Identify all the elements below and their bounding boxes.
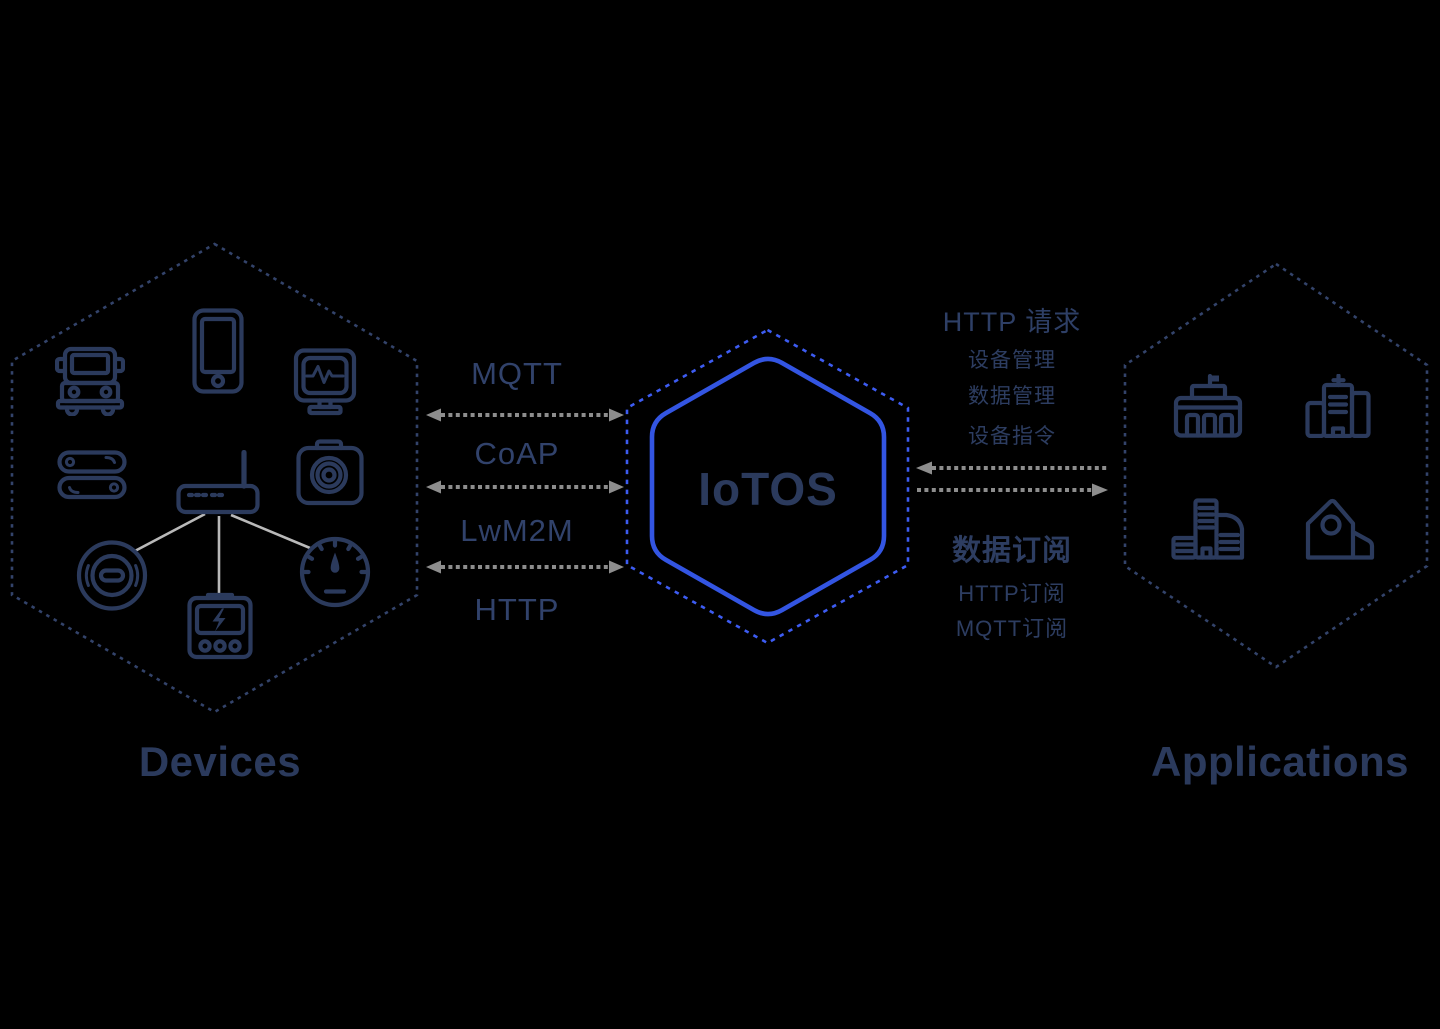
hospital-icon [1302, 373, 1374, 443]
mqtt-arrow [426, 408, 624, 422]
camera-icon [296, 438, 364, 511]
monitor-icon [290, 348, 360, 421]
sensor-icon [76, 539, 148, 617]
http-request-arrow [916, 461, 1108, 475]
government-building-icon [1172, 373, 1244, 443]
http-request-item-2: 数据管理 [968, 385, 1056, 408]
devices-group-label: Devices [138, 738, 302, 785]
office-building-icon [1171, 498, 1245, 565]
applications-hexagon-outline [1123, 262, 1429, 669]
http-request-item-1: 设备管理 [968, 349, 1056, 372]
data-subscribe-item-1: HTTP订阅 [958, 581, 1066, 606]
data-subscribe-arrow [917, 483, 1108, 497]
platform-name: IoTOS [698, 463, 838, 515]
warehouse-icon [1304, 498, 1376, 565]
platform-hexagon-solid-outline [649, 356, 887, 617]
protocol-arrows [426, 408, 624, 574]
router-connector-lines [132, 512, 311, 593]
lwm2m-arrow [426, 560, 624, 574]
app-flow-arrows [916, 461, 1108, 497]
data-subscribe-title: 数据订阅 [951, 535, 1072, 567]
protocol-label-mqtt: MQTT [471, 356, 563, 391]
server-icon [57, 450, 127, 505]
smartphone-icon [192, 308, 244, 399]
bus-icon [54, 346, 126, 421]
protocol-label-lwm2m: LwM2M [460, 513, 574, 548]
router-icon [176, 449, 260, 521]
applications-group-label: Applications [1150, 738, 1410, 785]
coap-arrow [426, 480, 624, 494]
data-subscribe-item-2: MQTT订阅 [955, 616, 1069, 641]
protocol-label-http: HTTP [474, 592, 560, 627]
http-request-item-3: 设备指令 [968, 425, 1056, 448]
http-request-title: HTTP 请求 [942, 307, 1082, 337]
power-meter-icon [187, 592, 253, 665]
gauge-icon [299, 536, 371, 613]
platform-hexagon-dashed-outline [625, 328, 910, 645]
protocol-label-coap: CoAP [474, 436, 560, 471]
